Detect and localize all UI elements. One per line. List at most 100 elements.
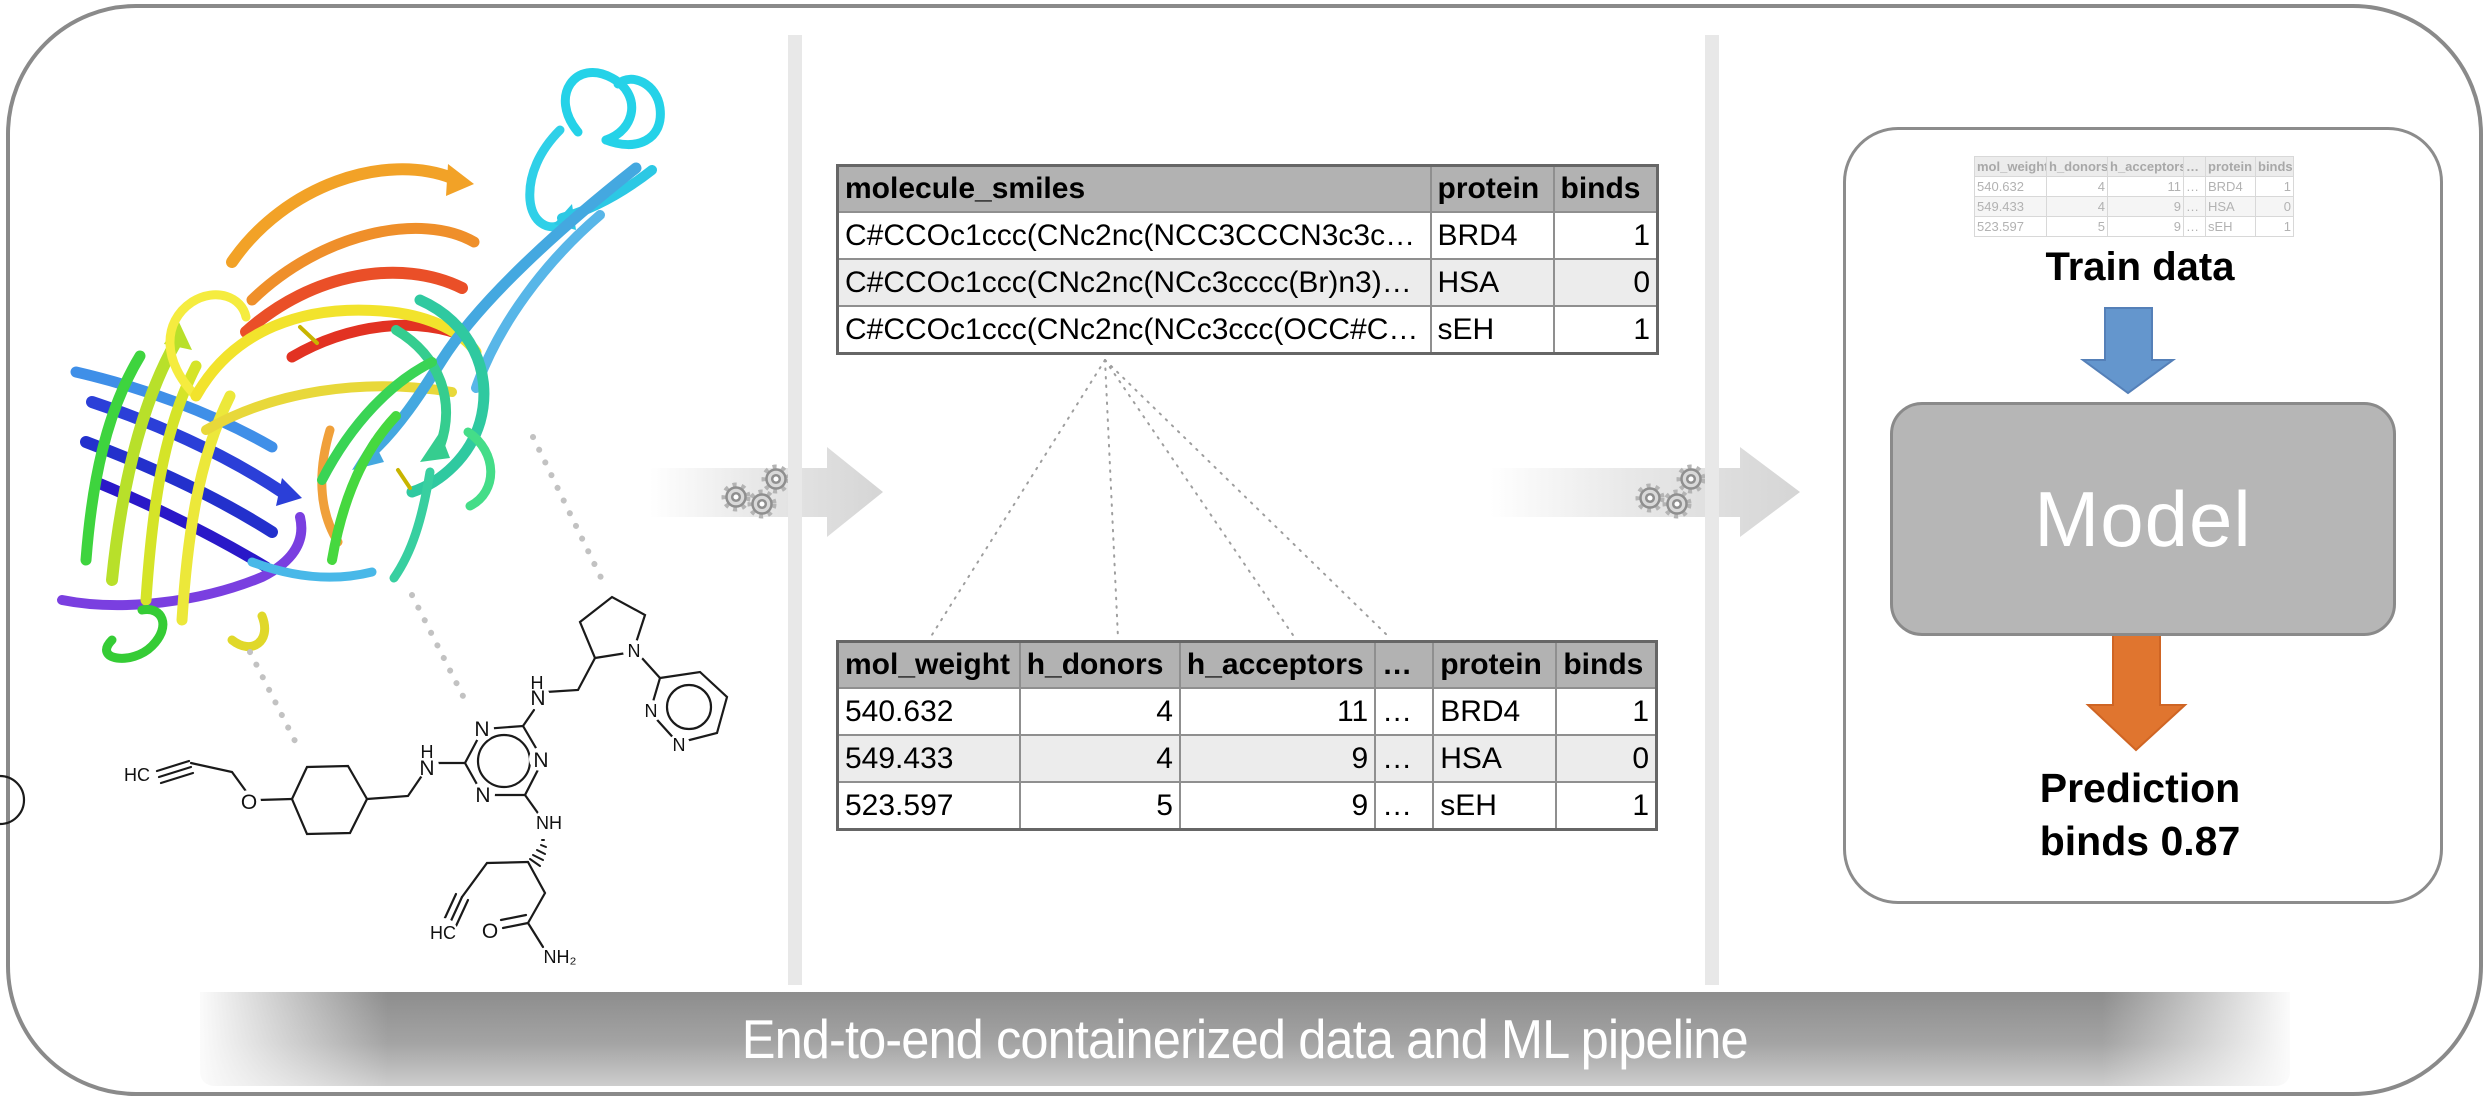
cell: 1	[2255, 216, 2294, 237]
cell-binds: 1	[1555, 687, 1658, 736]
section-divider	[788, 35, 802, 985]
col-ellipsis: …	[2183, 156, 2206, 177]
col-mol-weight: mol_weight	[1974, 156, 2047, 177]
gear-icon	[764, 467, 788, 491]
table-row: C#CCOc1ccc(CNc2nc(NCc3cccc(Br)n3)… HSA 0	[836, 258, 1659, 307]
cell: 540.632	[1974, 176, 2047, 197]
pipeline-banner-label: End-to-end containerized data and ML pip…	[742, 1008, 1749, 1070]
cell-h-acceptors: 9	[1178, 781, 1377, 831]
molecule-structure-illustration	[0, 595, 729, 974]
cell: …	[2183, 176, 2206, 197]
cell: 5	[2046, 216, 2108, 237]
table-row: C#CCOc1ccc(CNc2nc(NCC3CCCN3c3c… BRD4 1	[836, 211, 1659, 260]
cell-mol-weight: 540.632	[836, 687, 1021, 736]
cell-protein: BRD4	[1429, 211, 1555, 260]
process-arrow-2	[1490, 447, 1800, 537]
table-row: 540.632 4 11 … BRD4 1	[1974, 176, 2294, 197]
gear-icon	[724, 485, 748, 509]
section-divider	[1705, 35, 1719, 985]
cell: 0	[2255, 196, 2294, 217]
col-h-acceptors: h_acceptors	[2107, 156, 2184, 177]
mini-train-data-table: mol_weight h_donors h_acceptors … protei…	[1974, 156, 2294, 237]
col-protein: protein	[1432, 640, 1558, 689]
atom-label: H	[531, 673, 544, 693]
cell: 523.597	[1974, 216, 2047, 237]
atom-label: O	[482, 920, 498, 943]
col-h-acceptors: h_acceptors	[1178, 640, 1377, 689]
cell-protein: HSA	[1429, 258, 1555, 307]
molecule-atom-labels: HC O H N N N N H N N N N NH HC O NH₂	[124, 641, 686, 967]
col-binds: binds	[1552, 164, 1659, 213]
atom-label: N	[475, 784, 490, 807]
atom-label: N	[530, 687, 545, 710]
atom-label: NH₂	[544, 947, 577, 967]
cell-binds: 0	[1552, 258, 1659, 307]
outer-rounded-frame	[6, 4, 2483, 1096]
cell: HSA	[2205, 196, 2256, 217]
atom-label: N	[533, 749, 548, 772]
prediction-arrow	[2085, 632, 2188, 752]
atom-label: HC	[430, 923, 456, 943]
atom-label: N	[673, 735, 686, 755]
cell-h-donors: 4	[1018, 734, 1181, 783]
prediction-line2: binds 0.87	[2039, 818, 2241, 864]
cell-binds: 0	[1555, 734, 1658, 783]
table-row: 523.597 5 9 … sEH 1	[1974, 216, 2294, 237]
atom-label: N	[419, 757, 434, 780]
protein-molecule-dotted-links	[247, 434, 609, 748]
cell-binds: 1	[1552, 305, 1659, 355]
cell-ellipsis: …	[1374, 734, 1435, 783]
cell-smiles: C#CCOc1ccc(CNc2nc(NCc3cccc(Br)n3)…	[836, 258, 1432, 307]
atom-label: N	[474, 718, 489, 741]
gear-icon	[750, 492, 774, 516]
table-row: 549.433 4 9 … HSA 0	[1974, 196, 2294, 217]
cell-smiles: C#CCOc1ccc(CNc2nc(NCC3CCCN3c3c…	[836, 211, 1432, 260]
atom-label: HC	[124, 765, 150, 785]
cell-smiles: C#CCOc1ccc(CNc2nc(NCc3ccc(OCC#C…	[836, 305, 1432, 355]
gear-icon	[1665, 492, 1689, 516]
cell-binds: 1	[1555, 781, 1658, 831]
col-h-donors: h_donors	[2046, 156, 2108, 177]
cell: 4	[2046, 176, 2108, 197]
atom-label: O	[241, 791, 257, 814]
cell: sEH	[2205, 216, 2256, 237]
atom-label: H	[421, 742, 434, 762]
cell-protein: BRD4	[1432, 687, 1558, 736]
cell-mol-weight: 549.433	[836, 734, 1021, 783]
cell-ellipsis: …	[1374, 687, 1435, 736]
cell-protein: HSA	[1432, 734, 1558, 783]
col-molecule-smiles: molecule_smiles	[836, 164, 1432, 213]
atom-label: N	[628, 641, 641, 661]
cell: …	[2183, 196, 2206, 217]
table-row: 540.632 4 11 … BRD4 1	[836, 687, 1658, 736]
cell-protein: sEH	[1429, 305, 1555, 355]
smiles-table: molecule_smiles protein binds C#CCOc1ccc…	[836, 164, 1659, 355]
table-header-row: mol_weight h_donors h_acceptors … protei…	[1974, 156, 2294, 177]
process-arrow-1	[650, 447, 883, 537]
cell-protein: sEH	[1432, 781, 1558, 831]
model-box: Model	[1890, 402, 2396, 636]
col-binds: binds	[1555, 640, 1658, 689]
cell: 549.433	[1974, 196, 2047, 217]
col-protein: protein	[1429, 164, 1555, 213]
cell: 11	[2107, 176, 2184, 197]
atom-label: NH	[536, 813, 562, 833]
cell: …	[2183, 216, 2206, 237]
pipeline-banner: End-to-end containerized data and ML pip…	[200, 992, 2290, 1086]
cell-h-acceptors: 9	[1178, 734, 1377, 783]
table-row: C#CCOc1ccc(CNc2nc(NCc3ccc(OCC#C… sEH 1	[836, 305, 1659, 355]
col-h-donors: h_donors	[1018, 640, 1181, 689]
protein-ribbon-illustration	[57, 68, 665, 663]
atom-label: N	[645, 701, 658, 721]
cell-mol-weight: 523.597	[836, 781, 1021, 831]
col-binds: binds	[2255, 156, 2294, 177]
table-header-row: molecule_smiles protein binds	[836, 164, 1659, 213]
prediction-line1: Prediction	[2039, 765, 2241, 811]
cell-h-donors: 5	[1018, 781, 1181, 831]
table-row: 523.597 5 9 … sEH 1	[836, 781, 1658, 831]
cell: 4	[2046, 196, 2108, 217]
cell: 9	[2107, 216, 2184, 237]
gear-icon	[1679, 467, 1703, 491]
